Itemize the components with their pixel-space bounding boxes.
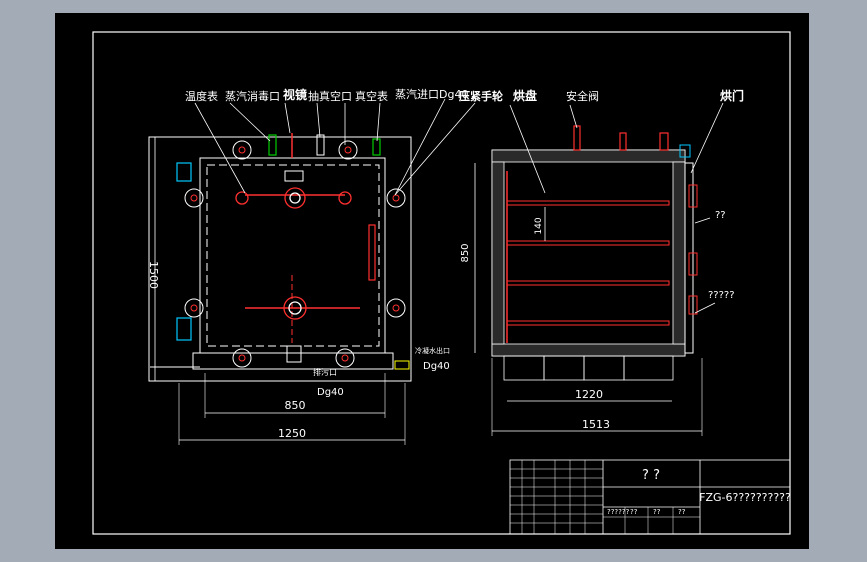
insulation-bottom: [491, 343, 686, 357]
drain-fitting: [286, 345, 302, 363]
tray-shelves: [506, 171, 670, 343]
door-latch-2: [688, 252, 698, 276]
label-clamp-wheel: 压紧手轮: [459, 89, 503, 103]
side-window: [368, 224, 376, 281]
door-latch-3: [688, 295, 698, 315]
label-steam-disinfect: 蒸汽消毒口: [225, 89, 280, 103]
dim-left-height: 1500: [147, 261, 160, 289]
thermometer-port: [268, 134, 277, 156]
drawing-svg: 温度表 蒸汽消毒口 视镜 抽真空口 真空表 蒸汽进口Dg40 1500 850 …: [92, 31, 791, 535]
internal-ports: [235, 187, 352, 320]
door-hinge-top: [679, 144, 691, 158]
insulation-left: [491, 161, 505, 345]
label-steam-inlet: 蒸汽进口Dg40: [395, 87, 468, 101]
gauge-port: [372, 138, 381, 156]
oven-door: [684, 162, 694, 354]
label-drain: 排污口: [313, 367, 337, 377]
front-outer-frame: [148, 136, 412, 382]
label-vacuum-port: 抽真空口: [308, 89, 352, 103]
title-col-c: ??: [653, 508, 661, 516]
label-tray: 烘盘: [513, 88, 537, 103]
title-block: [509, 459, 791, 535]
dim-side-height: 850: [460, 243, 471, 262]
hinge-top: [176, 162, 192, 182]
side-leaders: [394, 102, 724, 314]
top-fitting-2: [619, 132, 627, 151]
label-condensate: 冷凝水出口: [415, 346, 450, 355]
dim-left-outer: 1250: [278, 427, 306, 440]
label-thermometer: 温度表: [185, 89, 218, 103]
label-safety-valve: 安全阀: [566, 89, 599, 103]
dim-left-inner: 850: [285, 399, 306, 412]
front-leaders: [194, 98, 446, 196]
title-col-b: ??: [630, 508, 638, 516]
dim-tray-spacing: 140: [534, 217, 544, 234]
hinge-bottom: [176, 317, 192, 341]
side-base: [503, 355, 674, 381]
label-oven-door: 烘门: [720, 88, 744, 103]
sheet-border: [92, 31, 791, 535]
dim-side-outer: 1513: [582, 418, 610, 431]
label-right-note-2: ?????: [708, 290, 735, 301]
label-condensate-dg: Dg40: [423, 361, 450, 372]
drawing-canvas[interactable]: 温度表 蒸汽消毒口 视镜 抽真空口 真空表 蒸汽进口Dg40 1500 850 …: [55, 13, 809, 549]
clamp-wheels: [184, 140, 406, 368]
title-col-d: ??: [678, 508, 686, 516]
insulation-right: [672, 161, 686, 345]
insulation-top: [491, 149, 686, 163]
title-drawing-name: FZG-6??????????: [699, 491, 791, 504]
condensate-fitting: [394, 360, 410, 370]
title-col-a: ??????: [607, 508, 630, 516]
label-vacuum-gauge: 真空表: [355, 89, 388, 103]
front-base: [192, 352, 394, 370]
vacuum-port: [316, 134, 325, 156]
sightglass-box: [284, 170, 304, 182]
title-project: ? ?: [642, 468, 660, 483]
side-view: [394, 102, 724, 436]
label-right-note-1: ??: [715, 210, 726, 221]
door-latch-1: [688, 184, 698, 208]
top-fitting-3: [659, 132, 669, 151]
dim-side-inner: 1220: [575, 388, 603, 401]
front-view: [148, 98, 446, 445]
label-drain-dg: Dg40: [317, 387, 344, 398]
label-sight-glass: 视镜: [283, 87, 307, 102]
safety-valve: [573, 125, 581, 151]
